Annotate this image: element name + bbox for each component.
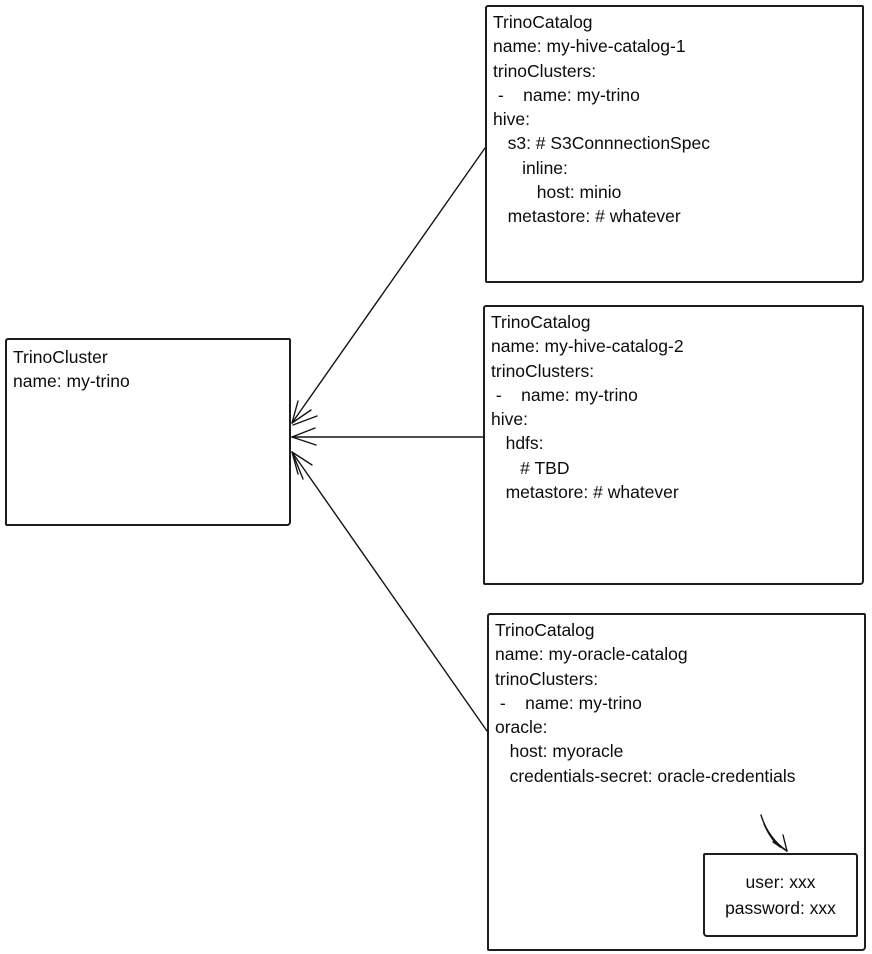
arrowhead-icon (292, 415, 318, 426)
yaml-line: TrinoCatalog (495, 620, 595, 640)
yaml-line: name: my-oracle-catalog (495, 644, 688, 665)
yaml-line: TrinoCluster (13, 347, 108, 367)
yaml-line: - name: my-trino (495, 692, 642, 713)
arrowhead-icon (291, 451, 299, 475)
yaml-line: hive: (493, 109, 530, 130)
yaml-line: metastore: # whatever (491, 482, 679, 503)
trinocatalog-hive-2-box: TrinoCatalog name: my-hive-catalog-2 tri… (483, 305, 864, 585)
credentials-secret-box: user: xxx password: xxx (703, 853, 858, 937)
arrowhead-icon (291, 427, 316, 438)
yaml-line: # TBD (491, 457, 570, 478)
yaml-line: host: myoracle (495, 741, 624, 762)
credentials-line: user: xxx (745, 872, 816, 892)
yaml-line: metastore: # whatever (493, 206, 681, 227)
yaml-line: oracle: (495, 717, 548, 738)
yaml-line: - name: my-trino (491, 384, 638, 405)
credentials-line: password: xxx (725, 898, 836, 918)
trinocatalog-hive-1-box: TrinoCatalog name: my-hive-catalog-1 tri… (485, 5, 864, 283)
yaml-line: TrinoCatalog (491, 312, 591, 332)
yaml-line: host: minio (493, 182, 622, 203)
connector-oracle-to-cluster (291, 451, 488, 732)
trinocluster-box: TrinoCluster name: my-trino (5, 338, 291, 526)
yaml-line: s3: # S3ConnnectionSpec (493, 133, 710, 154)
yaml-line: - name: my-trino (493, 84, 640, 105)
arrowhead-icon (292, 453, 304, 480)
yaml-line: credentials-secret: oracle-credentials (495, 765, 796, 786)
yaml-line: inline: (493, 157, 568, 178)
yaml-line: hive: (491, 409, 528, 430)
trinocatalog-oracle-box: TrinoCatalog name: my-oracle-catalog tri… (487, 613, 866, 951)
yaml-line: name: my-trino (13, 371, 130, 392)
connector-hive-1-to-cluster (291, 147, 486, 424)
arrowhead-icon (291, 436, 317, 446)
arrowhead-icon (291, 400, 299, 424)
arrowhead-icon (291, 451, 313, 466)
yaml-line: hdfs: (491, 433, 544, 454)
yaml-line: trinoClusters: (495, 668, 599, 689)
yaml-line: trinoClusters: (491, 360, 595, 381)
yaml-line: name: my-hive-catalog-1 (493, 36, 686, 57)
arrowhead-icon (291, 409, 312, 424)
yaml-line: TrinoCatalog (493, 12, 593, 32)
yaml-line: name: my-hive-catalog-2 (491, 336, 684, 357)
yaml-line: trinoClusters: (493, 60, 597, 81)
